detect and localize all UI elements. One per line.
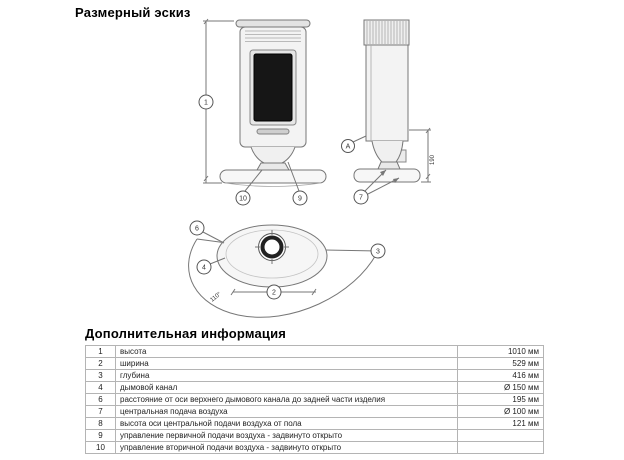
table-row: 3 глубина 416 мм: [85, 369, 544, 382]
callout-2-label: 2: [272, 290, 276, 297]
row-label: управление вторичной подачи воздуха - за…: [115, 441, 458, 454]
callout-2: [266, 284, 282, 300]
row-label: управление первичной подачи воздуха - за…: [115, 429, 458, 442]
door-glass: [253, 53, 293, 122]
dimension-height: 1: [198, 18, 234, 184]
door-handle: [256, 128, 290, 135]
row-value: 416 мм: [457, 369, 544, 382]
callout-3-group: 3: [370, 243, 386, 259]
row-num: 7: [85, 405, 116, 418]
row-value: 195 мм: [457, 393, 544, 406]
table-row: 2 ширина 529 мм: [85, 357, 544, 370]
dim-190-label: 190: [430, 154, 436, 165]
callout-9: [292, 190, 308, 206]
side-hatch: [366, 21, 407, 44]
side-pedestal: [377, 161, 401, 170]
callout-a: [341, 139, 355, 153]
front-view-drawing: [219, 19, 327, 187]
row-label: ширина: [115, 357, 458, 370]
row-num: 6: [85, 393, 116, 406]
row-label: дымовой канал: [115, 381, 458, 394]
info-table-body: 1 высота 1010 мм 2 ширина 529 мм 3 глуби…: [85, 345, 544, 454]
row-num: 2: [85, 357, 116, 370]
callout-10-label: 10: [239, 196, 247, 203]
callout-6: [189, 220, 205, 236]
dimension-190: 190: [409, 127, 436, 183]
row-label: глубина: [115, 369, 458, 382]
table-row: 8 высота оси центральной подачи воздуха …: [85, 417, 544, 430]
callout-a-label: A: [346, 144, 351, 151]
callout-6-label: 6: [195, 226, 199, 233]
dimensional-sketch: 1 10 9 190 A 7: [188, 18, 436, 318]
sketch-title: Размерный эскиз: [75, 5, 191, 20]
callout-6-group: 6: [189, 220, 225, 244]
stove-top-plate: [235, 19, 311, 28]
row-value: 529 мм: [457, 357, 544, 370]
callout-7-group: 7: [353, 169, 400, 205]
callout-1: [198, 94, 214, 110]
row-label: расстояние от оси верхнего дымового кана…: [115, 393, 458, 406]
row-num: 1: [85, 345, 116, 358]
side-flue-box: [363, 19, 410, 46]
side-body: [365, 44, 409, 142]
base-shadow: [224, 182, 322, 187]
row-num: 3: [85, 369, 116, 382]
angle-label: 110°: [210, 291, 224, 303]
callout-10-group: 10: [235, 169, 263, 206]
table-row: 4 дымовой канал Ø 150 мм: [85, 381, 544, 394]
callout-9-label: 9: [298, 196, 302, 203]
row-value: Ø 150 мм: [457, 381, 544, 394]
side-view-drawing: [353, 19, 421, 183]
callout-4: [196, 259, 212, 275]
table-row: 9 управление первичной подачи воздуха - …: [85, 429, 544, 442]
callout-7: [353, 189, 369, 205]
callout-3-label: 3: [376, 249, 380, 256]
row-num: 9: [85, 429, 116, 442]
side-foot: [371, 140, 404, 163]
flue-cross-ticks: [255, 230, 289, 264]
row-num: 10: [85, 441, 116, 454]
arrowheads-7: [380, 170, 399, 183]
info-title: Дополнительная информация: [85, 326, 287, 341]
row-value: 1010 мм: [457, 345, 544, 358]
stove-foot: [250, 146, 296, 164]
dimension-width: 2: [230, 284, 317, 300]
row-value: [457, 429, 544, 442]
row-num: 8: [85, 417, 116, 430]
row-value: [457, 441, 544, 454]
flue-ring: [260, 235, 284, 259]
table-row: 6 расстояние от оси верхнего дымового ка…: [85, 393, 544, 406]
callout-1-label: 1: [204, 100, 208, 107]
callout-4-group: 4: [196, 257, 226, 275]
callout-4-label: 4: [202, 265, 206, 272]
vent-slats: [245, 30, 301, 42]
callout-a-group: A: [341, 135, 367, 153]
row-label: центральная подача воздуха: [115, 405, 458, 418]
callout-7-label: 7: [359, 195, 363, 202]
row-label: высота: [115, 345, 458, 358]
callout-3: [370, 243, 386, 259]
callout-10: [235, 190, 251, 206]
callout-9-group: 9: [287, 161, 308, 206]
row-value: 121 мм: [457, 417, 544, 430]
row-value: Ø 100 мм: [457, 405, 544, 418]
table-row: 1 высота 1010 мм: [85, 345, 544, 358]
table-row: 7 центральная подача воздуха Ø 100 мм: [85, 405, 544, 418]
stove-pedestal: [256, 162, 290, 171]
base-plate-front: [219, 169, 327, 184]
table-row: 10 управление вторичной подачи воздуха -…: [85, 441, 544, 454]
base-plate-side: [353, 168, 421, 183]
swing-arc: [188, 238, 379, 318]
row-label: высота оси центральной подачи воздуха от…: [115, 417, 458, 430]
row-num: 4: [85, 381, 116, 394]
info-table: 1 высота 1010 мм 2 ширина 529 мм 3 глуби…: [85, 345, 544, 454]
